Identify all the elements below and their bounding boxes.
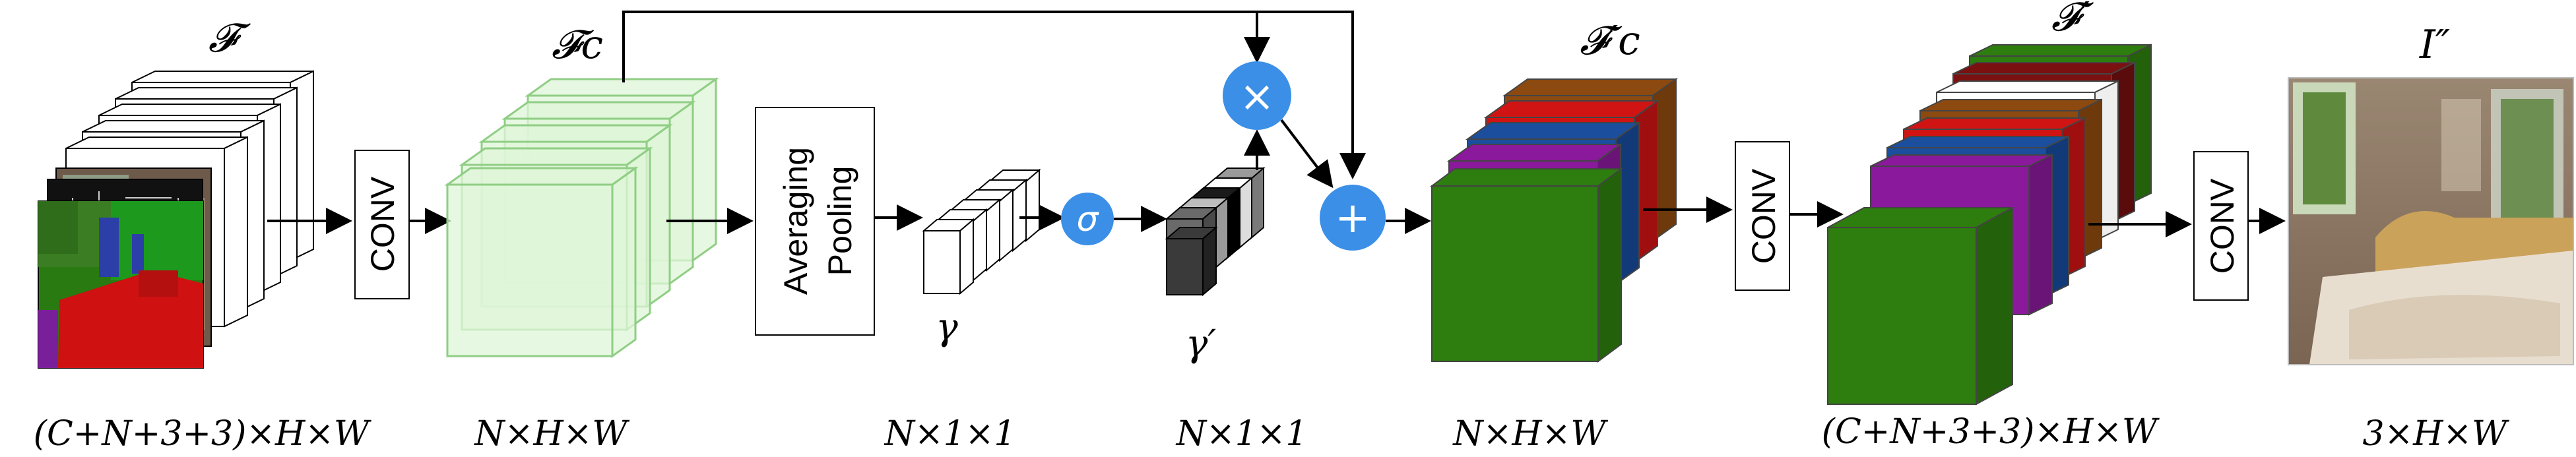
label-F-prime: 𝓕′ [2051,0,2094,40]
avgpool-label-2: Pooling [821,166,858,276]
label-F: 𝓕 [209,15,251,61]
segmentation-map [38,200,204,369]
skip-connection-line [622,11,1257,82]
multiply-operator: × [1223,61,1291,130]
label-gamma: γ [936,306,958,349]
dim-gamma-prime: N×1×1 [1175,414,1308,454]
avgpool-label-1: Averaging [777,147,814,295]
label-Fc: 𝓕c [552,22,603,68]
gamma-prime-vector: γ′ [1165,166,1266,365]
add-operator: + [1320,185,1386,251]
sigmoid-symbol: σ [1077,200,1100,239]
label-gamma-prime: γ′ [1186,322,1216,365]
dim-f-prime: (C+N+3+3)×H×W [1822,412,2160,452]
label-output-I: I″ [2419,22,2451,68]
gamma-vector: γ [922,168,1041,349]
dim-output: 3×H×W [2362,414,2509,454]
averaging-pooling-box: Averaging Pooling [755,107,875,336]
fc-prime-feature-stack: 𝓕′c [1429,18,1679,363]
dim-fc-prime: N×H×W [1452,414,1608,454]
conv2-label: CONV [1745,168,1782,264]
dim-fc: N×H×W [473,414,629,454]
conv3-label: CONV [2204,178,2241,274]
dim-input: (C+N+3+3)×H×W [34,414,371,454]
input-feature-stack: 𝓕 [38,15,314,369]
conv3-box: CONV [2193,151,2249,301]
dim-gamma: N×1×1 [884,414,1016,454]
conv2-box: CONV [1735,141,1790,291]
arrow-skip-to-add [1257,11,1366,179]
conv1-box: CONV [354,150,410,299]
conv1-label: CONV [364,176,401,272]
multiply-symbol: × [1239,73,1275,121]
f-prime-feature-stack: 𝓕′ [1827,0,2152,406]
sigmoid-operator: σ [1061,193,1114,245]
label-Fc-prime: 𝓕′c [1580,18,1640,64]
arrow-multiply-to-add [1280,119,1334,189]
add-symbol: + [1335,194,1370,243]
fc-feature-stack: 𝓕c [444,22,719,358]
output-image: I″ [2288,22,2574,365]
